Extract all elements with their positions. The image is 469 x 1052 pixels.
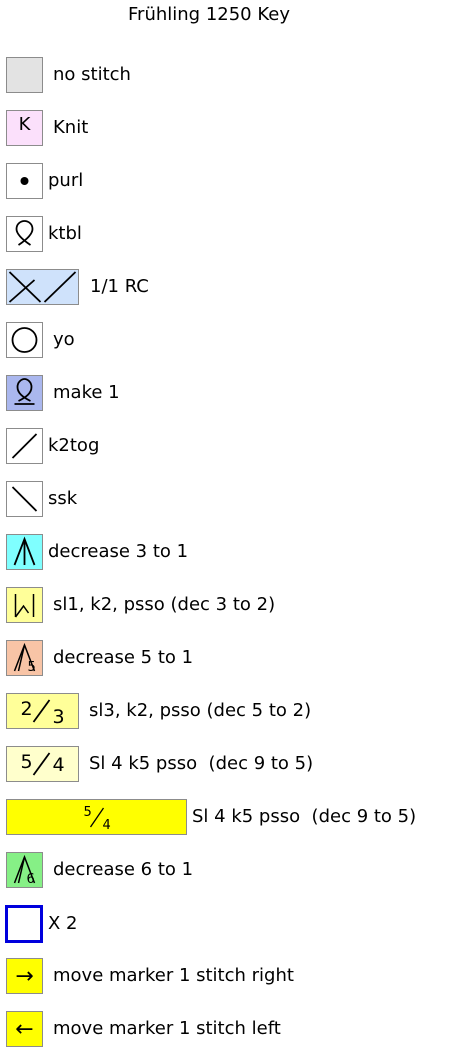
key-label: ktbl [48,223,82,244]
blue-square-icon [5,905,43,943]
arrow-right-icon: → [6,958,43,994]
key-label: Knit [53,117,89,138]
arrow-right-glyph: → [15,963,34,989]
key-row-no-stitch: no stitch [0,57,469,97]
fraction-5-4-wide-icon: 5 4 [6,799,187,835]
key-label: decrease 6 to 1 [53,859,194,880]
arrow-left-glyph: ← [15,1016,34,1042]
make-one-loop-icon [6,375,43,411]
caret-five-icon: 5 [6,640,43,676]
key-row-k2tog: k2tog [0,428,469,468]
key-row-make1: make 1 [0,375,469,415]
key-label: ssk [48,488,78,509]
key-row-repeat: X 2 [0,905,469,945]
right-cross-cable-icon [6,269,79,305]
key-label: move marker 1 stitch right [53,965,294,986]
fraction-denominator: 4 [53,754,65,776]
k-letter-icon: K [6,110,43,146]
key-label: decrease 5 to 1 [53,647,194,668]
key-label: purl [48,170,84,191]
key-row-move-right: → move marker 1 stitch right [0,958,469,998]
key-row-sl3-k2-psso: 2 3 sl3, k2, psso (dec 5 to 2) [0,693,469,733]
fraction-5-4-icon: 5 4 [6,746,79,782]
key-label: Sl 4 k5 psso (dec 9 to 5) [192,806,417,827]
twisted-loop-icon [6,216,43,252]
fraction-numerator: 5 [21,751,33,773]
decrease-5-digit: 5 [28,660,36,675]
knit-symbol: K [18,114,31,135]
key-label: move marker 1 stitch left [53,1018,281,1039]
caret-six-icon: 6 [6,852,43,888]
fraction-numerator: 5 [84,805,92,820]
right-slant-icon [6,428,43,464]
fraction-numerator: 2 [21,698,33,720]
key-label: make 1 [53,382,120,403]
key-label: decrease 3 to 1 [48,541,189,562]
caret-up-icon [6,534,43,570]
circle-icon [6,322,43,358]
key-row-decrease-6: 6 decrease 6 to 1 [0,852,469,892]
dot-icon [6,163,43,199]
key-row-sl4-k5-psso: 5 4 Sl 4 k5 psso (dec 9 to 5) [0,746,469,786]
key-label: Sl 4 k5 psso (dec 9 to 5) [89,753,314,774]
fraction-2-3-icon: 2 3 [6,693,79,729]
key-row-cable: 1/1 RC [0,269,469,309]
decrease-6-digit: 6 [27,872,35,887]
key-label: X 2 [48,913,78,934]
key-row-ktbl: ktbl [0,216,469,256]
key-label: sl1, k2, psso (dec 3 to 2) [53,594,276,615]
arrow-left-icon: ← [6,1011,43,1047]
chart-key-title: Frühling 1250 Key [128,4,290,25]
key-row-decrease-5: 5 decrease 5 to 1 [0,640,469,680]
fraction-denominator: 4 [103,818,111,833]
key-row-move-left: ← move marker 1 stitch left [0,1011,469,1051]
key-row-sl4-k5-psso-wide: 5 4 Sl 4 k5 psso (dec 9 to 5) [0,799,469,839]
psso-bracket-icon [6,587,43,623]
key-label: yo [53,329,75,350]
key-label: 1/1 RC [90,276,149,297]
key-row-purl: purl [0,163,469,203]
key-label: sl3, k2, psso (dec 5 to 2) [89,700,312,721]
key-row-decrease-3: decrease 3 to 1 [0,534,469,574]
fraction-denominator: 3 [53,706,65,728]
key-row-ssk: ssk [0,481,469,521]
key-row-yo: yo [0,322,469,362]
blank-square-icon [6,57,43,93]
key-label: k2tog [48,435,100,456]
key-row-sl1-k2-psso: sl1, k2, psso (dec 3 to 2) [0,587,469,627]
left-slant-icon [6,481,43,517]
key-label: no stitch [53,64,131,85]
key-row-knit: K Knit [0,110,469,150]
